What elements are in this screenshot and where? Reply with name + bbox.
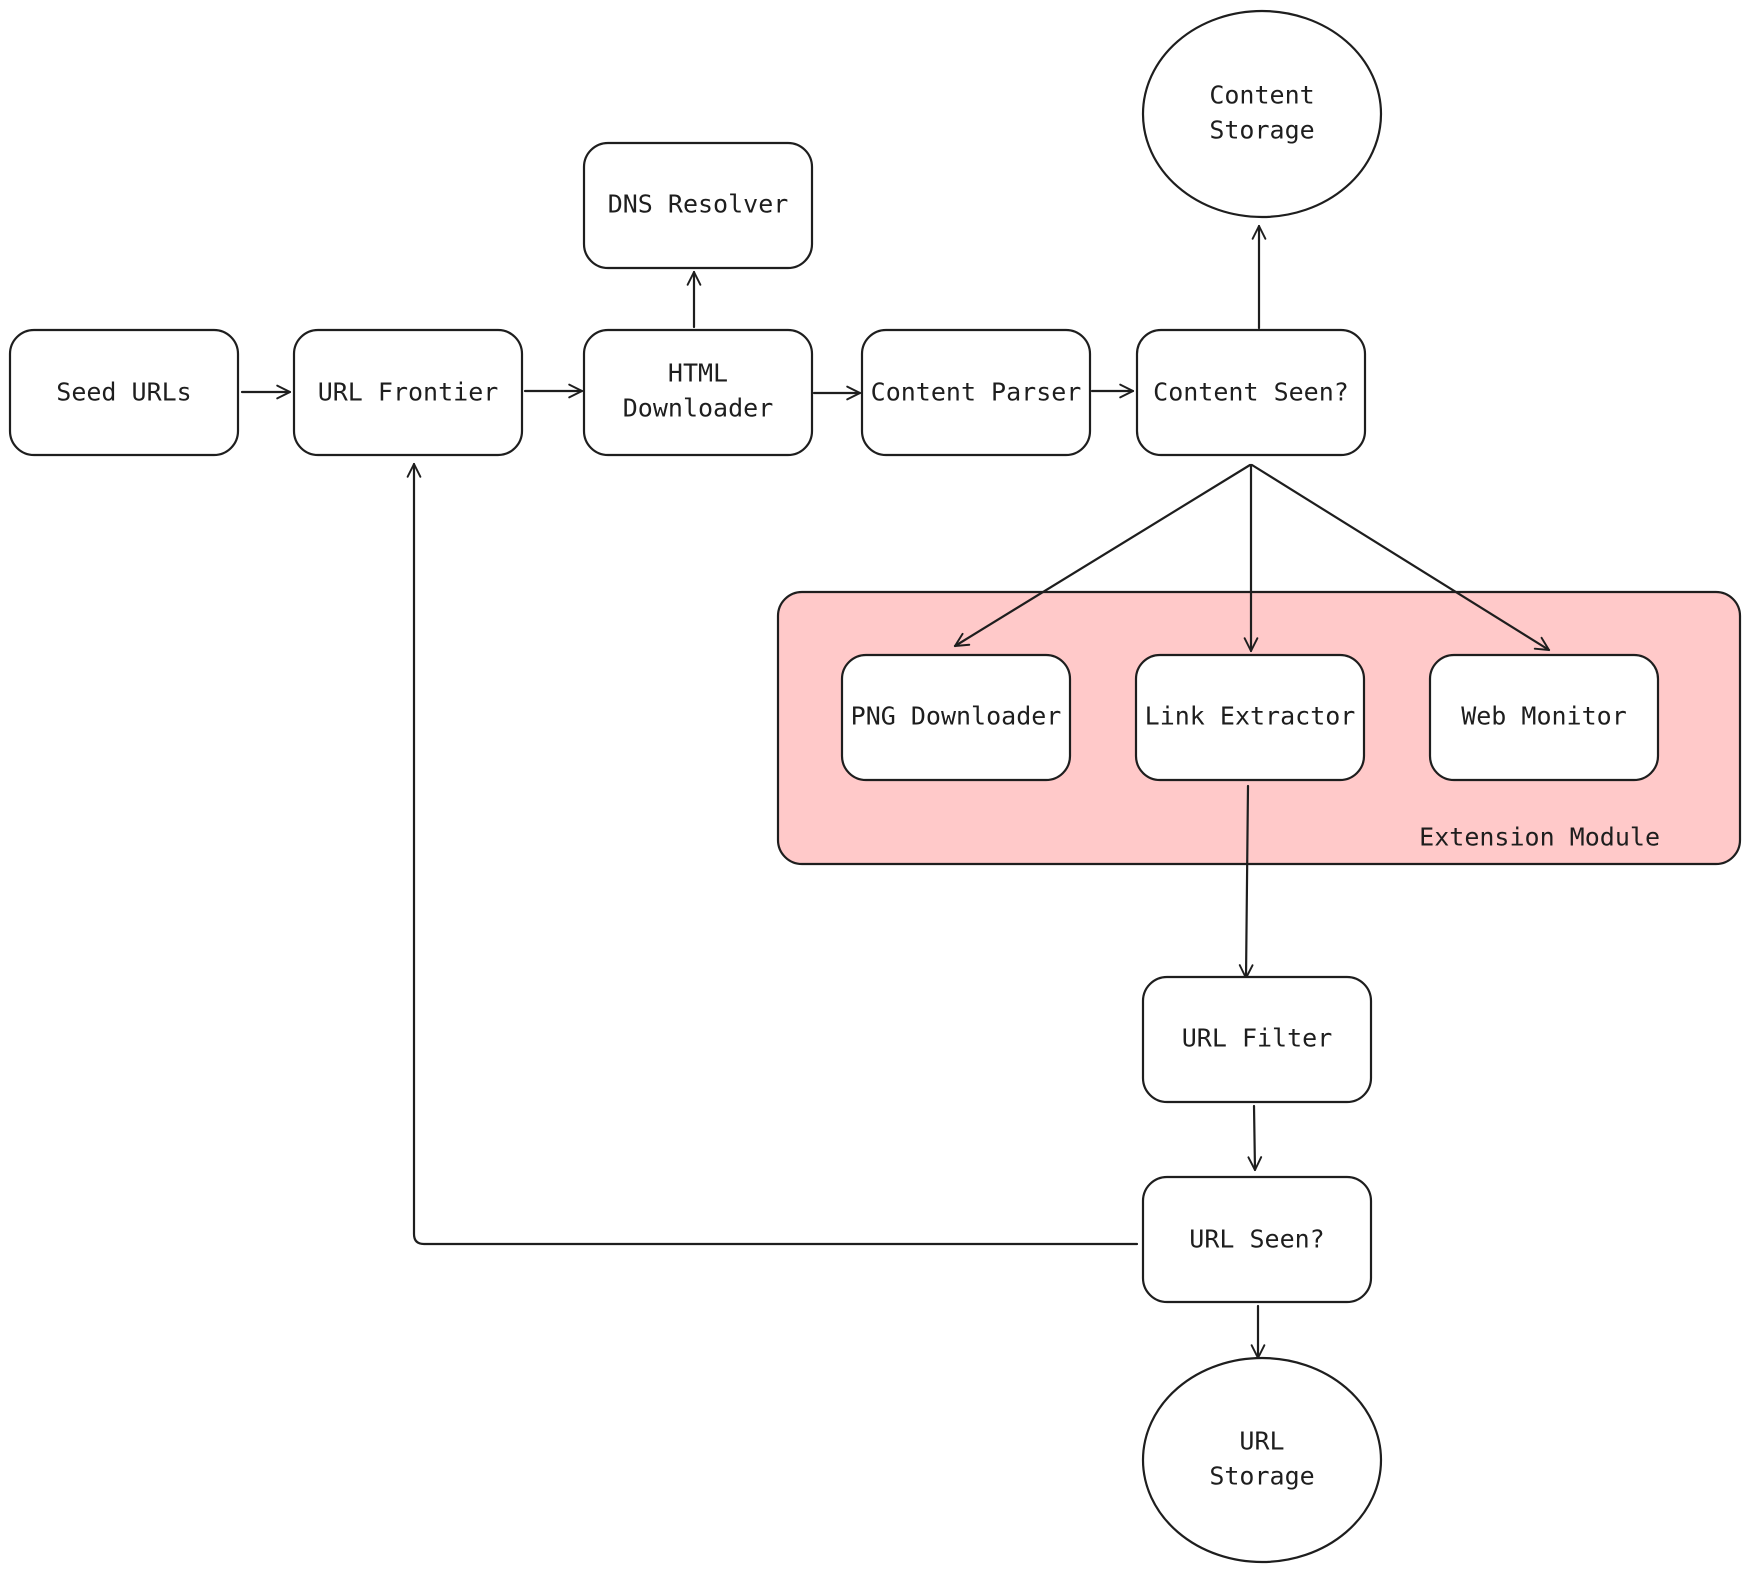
content-parser-node: Content Parser (860, 328, 1092, 457)
edge-link-extractor-to-url-filter (1238, 784, 1254, 980)
url-seen-label: URL Seen? (1189, 1225, 1324, 1254)
url-frontier-label: URL Frontier (318, 378, 499, 407)
content-seen-label: Content Seen? (1153, 378, 1349, 407)
url-filter-box (1141, 975, 1373, 1104)
html-downloader-label-line1: HTML (668, 359, 728, 388)
dns-resolver-box (582, 141, 814, 270)
url-storage-circle (1141, 1356, 1383, 1564)
edges (240, 224, 1551, 1360)
edge-url-seen-to-frontier (406, 462, 1139, 1246)
url-frontier-box (292, 328, 524, 457)
seed-urls-label: Seed URLs (56, 378, 191, 407)
dns-resolver-label: DNS Resolver (608, 190, 789, 219)
content-storage-node: Content Storage (1141, 9, 1383, 219)
html-downloader-box (582, 328, 814, 457)
link-extractor-node: Link Extractor (1134, 653, 1366, 782)
png-downloader-box (840, 653, 1072, 782)
link-extractor-box (1134, 653, 1366, 782)
url-storage-label-line2: Storage (1209, 1462, 1314, 1491)
url-seen-box (1141, 1175, 1373, 1304)
seed-urls-node: Seed URLs (8, 328, 240, 457)
content-storage-circle (1141, 9, 1383, 219)
content-seen-node: Content Seen? (1135, 328, 1367, 457)
seed-urls-box (8, 328, 240, 457)
web-monitor-box (1428, 653, 1660, 782)
url-filter-label: URL Filter (1182, 1024, 1333, 1053)
content-storage-label-line2: Storage (1209, 116, 1314, 145)
url-frontier-node: URL Frontier (292, 328, 524, 457)
content-parser-box (860, 328, 1092, 457)
content-parser-label: Content Parser (871, 378, 1082, 407)
edge-content-seen-to-png (953, 463, 1252, 648)
web-monitor-node: Web Monitor (1428, 653, 1660, 782)
content-storage-label-line1: Content (1209, 81, 1314, 110)
extension-module-label: Extension Module (1419, 823, 1660, 852)
edge-content-seen-to-web-monitor (1250, 463, 1551, 652)
url-storage-label-line1: URL (1239, 1427, 1284, 1456)
dns-resolver-node: DNS Resolver (582, 141, 814, 270)
link-extractor-label: Link Extractor (1145, 702, 1356, 731)
url-seen-node: URL Seen? (1141, 1175, 1373, 1304)
html-downloader-label-line2: Downloader (623, 394, 774, 423)
url-storage-node: URL Storage (1141, 1356, 1383, 1564)
edge-url-filter-to-url-seen (1247, 1104, 1263, 1172)
content-seen-box (1135, 328, 1367, 457)
url-filter-node: URL Filter (1141, 975, 1373, 1104)
png-downloader-node: PNG Downloader (840, 653, 1072, 782)
html-downloader-node: HTML Downloader (582, 328, 814, 457)
web-monitor-label: Web Monitor (1461, 702, 1627, 731)
png-downloader-label: PNG Downloader (851, 702, 1062, 731)
